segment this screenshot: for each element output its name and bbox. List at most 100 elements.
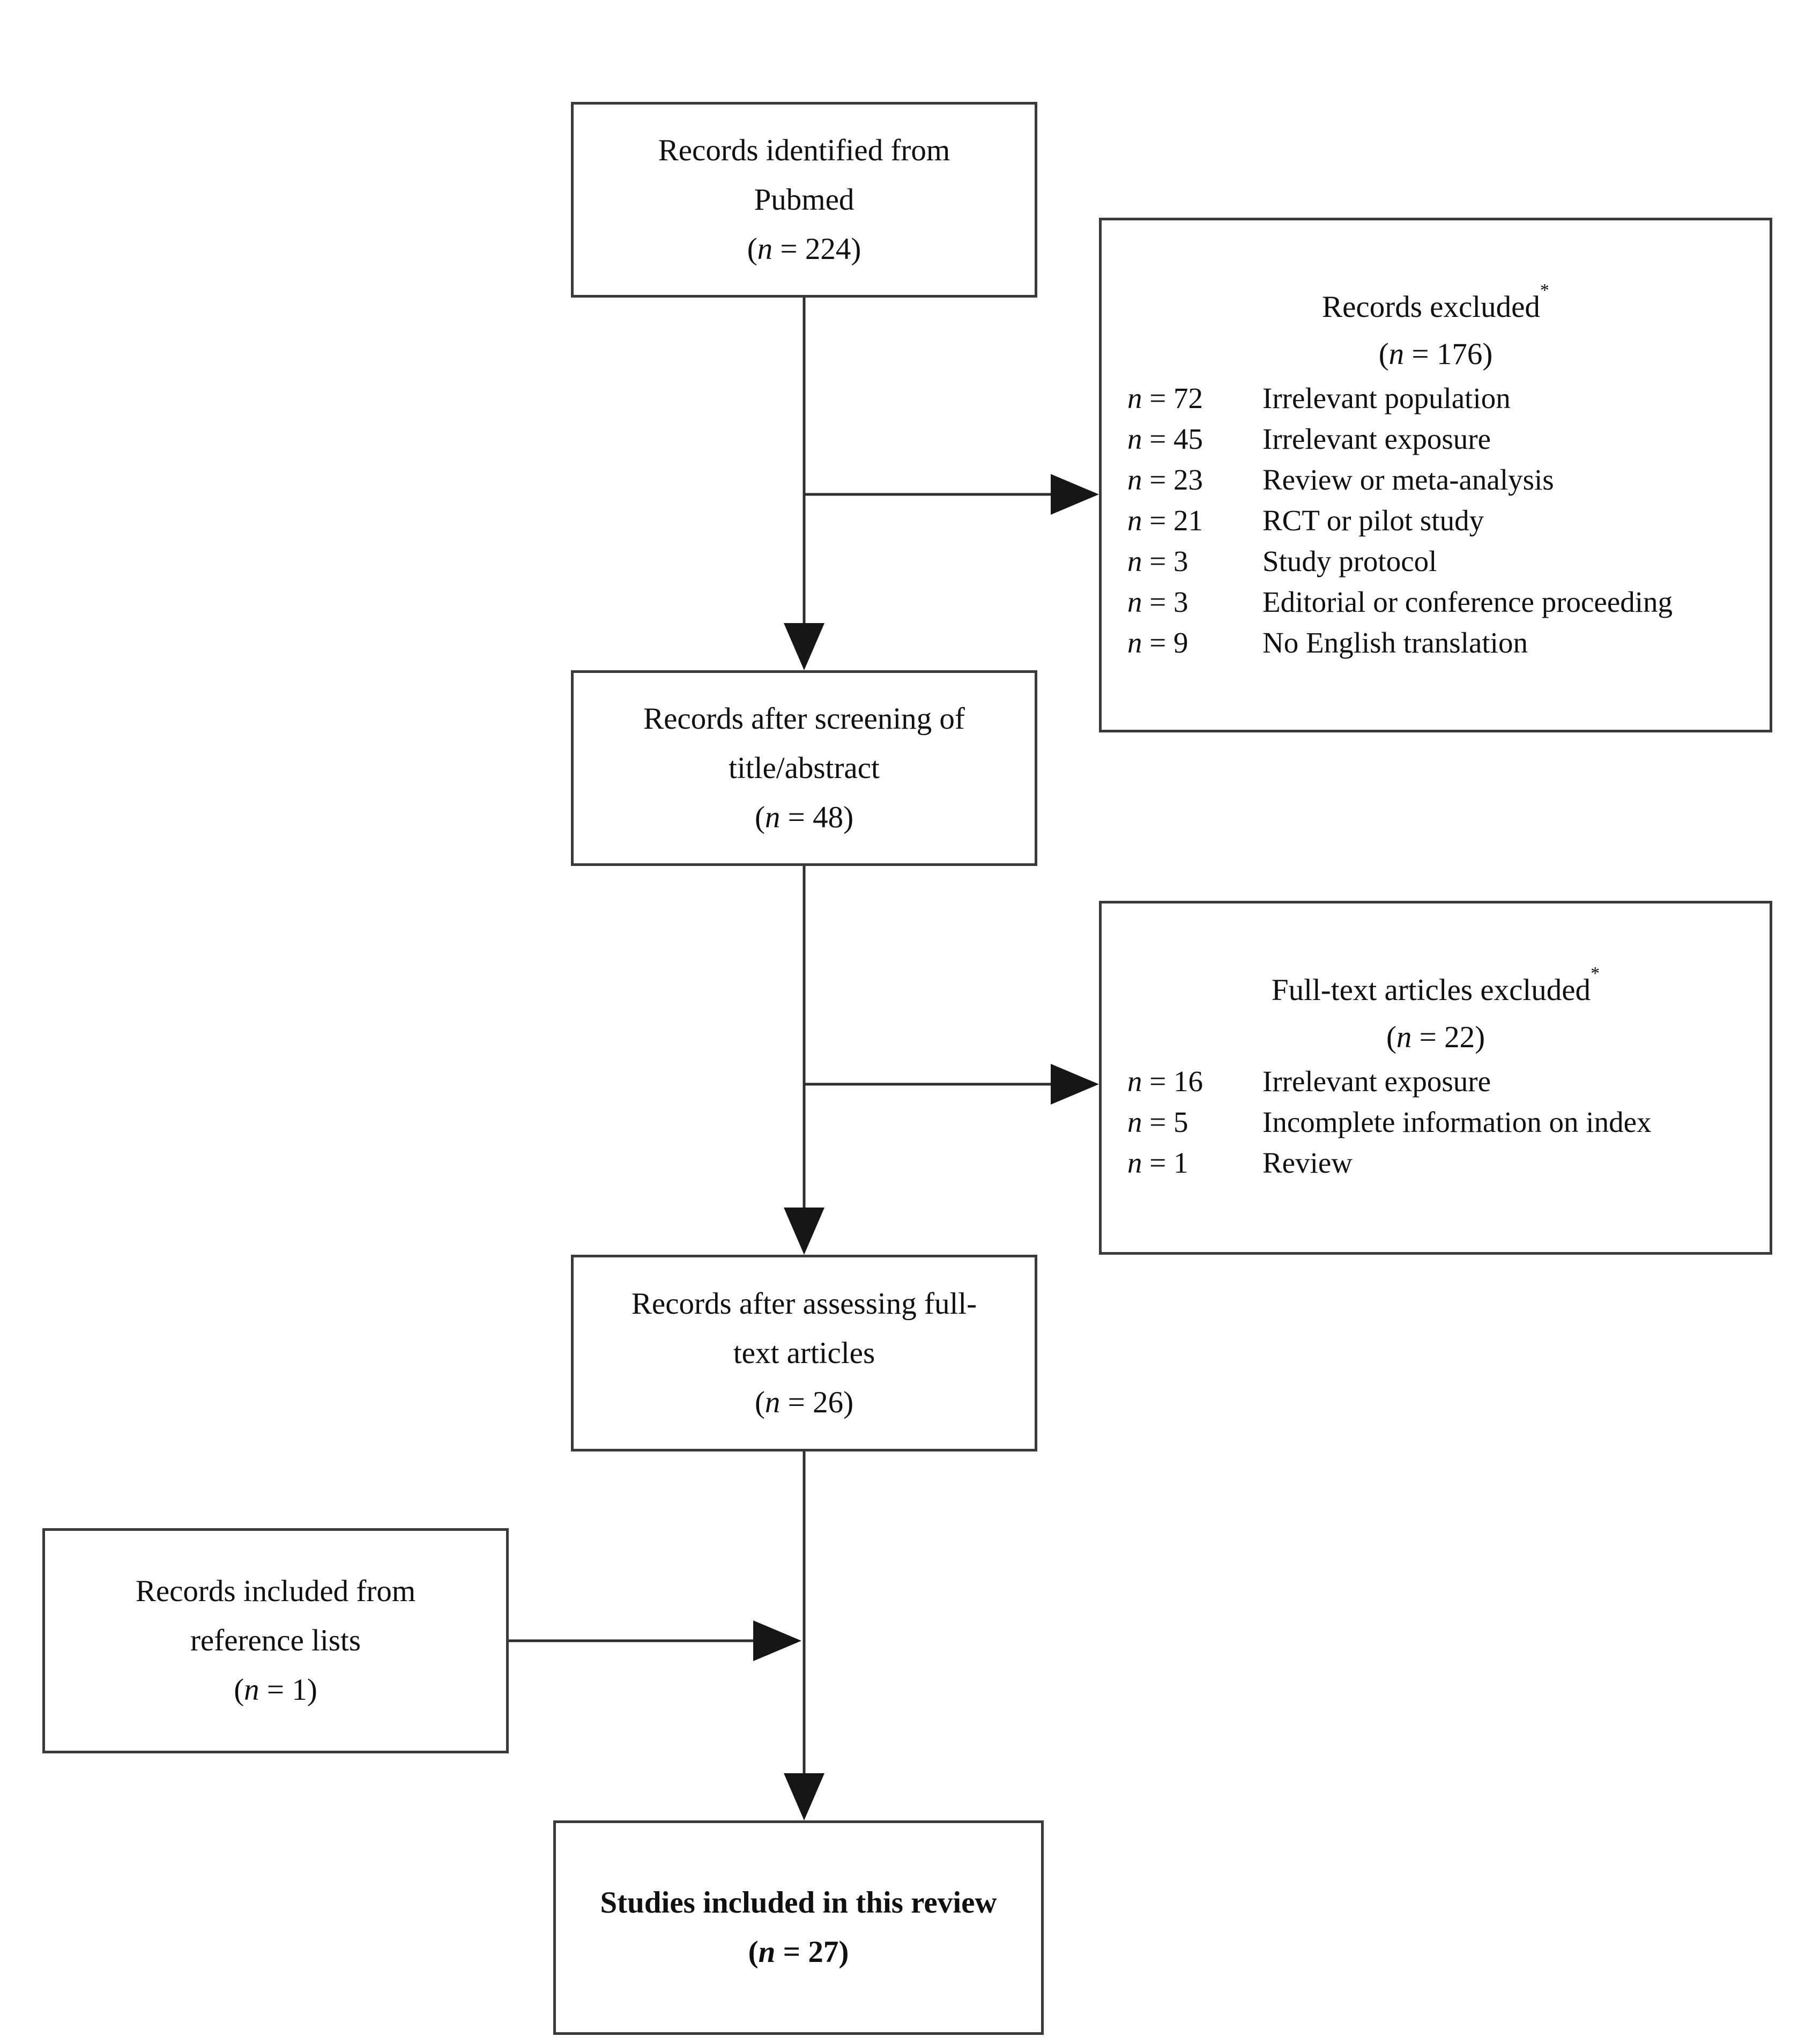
paren-close: ) xyxy=(838,1935,849,1969)
arrowhead-right-fulltext-excluded xyxy=(1051,1064,1099,1105)
box-fulltext-excluded: Full-text articles excluded* (n = 22) n … xyxy=(1099,901,1772,1255)
stat-count: n = 23 xyxy=(1127,460,1262,500)
stat-count: n = 1 xyxy=(1127,1143,1262,1183)
n-number: 176 xyxy=(1436,337,1483,371)
box-text-line: text articles xyxy=(733,1336,875,1370)
n-symbol: n xyxy=(1127,504,1142,537)
stat-reason: Editorial or conference proceeding xyxy=(1262,586,1673,618)
title-text: Records excluded xyxy=(1322,290,1540,324)
equals-sign: = xyxy=(1142,1146,1174,1179)
n-symbol: n xyxy=(1127,423,1142,455)
n-number: 1 xyxy=(1173,1146,1188,1179)
box-title: Full-text articles excluded* xyxy=(1102,964,1770,1014)
paren-open: ( xyxy=(754,800,765,834)
box-text-line: Studies included in this review xyxy=(600,1886,997,1920)
box-title: Records excluded* xyxy=(1102,282,1770,331)
stat-count: n = 3 xyxy=(1127,582,1262,623)
stat-reason: Irrelevant exposure xyxy=(1262,423,1491,455)
paren-open: ( xyxy=(754,1385,765,1419)
n-symbol: n xyxy=(1127,1065,1142,1098)
stat-count: n = 9 xyxy=(1127,623,1262,663)
stat-reason: Irrelevant population xyxy=(1262,382,1511,414)
paren-close: ) xyxy=(1482,337,1493,371)
arrowhead-right-records-excluded xyxy=(1051,474,1099,515)
box-records-identified: Records identified from Pubmed (n = 224) xyxy=(571,102,1037,298)
n-count: (n = 22) xyxy=(1102,1014,1770,1061)
exclusion-reason-row: n = 21 RCT or pilot study xyxy=(1102,500,1770,541)
n-number: 22 xyxy=(1444,1020,1475,1054)
n-symbol: n xyxy=(1127,463,1142,496)
stat-count: n = 3 xyxy=(1127,541,1262,582)
n-count: (n = 48) xyxy=(574,793,1035,842)
box-text-line: reference lists xyxy=(190,1624,361,1657)
n-symbol: n xyxy=(1127,382,1142,414)
stat-reason: Incomplete information on index xyxy=(1262,1106,1652,1138)
paren-open: ( xyxy=(1386,1020,1396,1054)
asterisk: * xyxy=(1591,964,1600,984)
n-number: 45 xyxy=(1173,423,1203,455)
paren-close: ) xyxy=(307,1673,317,1707)
paren-close: ) xyxy=(851,232,861,266)
n-symbol: n xyxy=(1127,545,1142,577)
n-symbol: n xyxy=(1127,626,1142,659)
title-text: Full-text articles excluded xyxy=(1271,973,1591,1007)
n-count: (n = 26) xyxy=(574,1378,1035,1427)
box-text-line: title/abstract xyxy=(729,751,880,785)
equals-sign: = xyxy=(1142,586,1174,618)
equals-sign: = xyxy=(1142,626,1174,659)
stat-count: n = 72 xyxy=(1127,378,1262,419)
n-number: 26 xyxy=(813,1385,844,1419)
paren-open: ( xyxy=(234,1673,244,1707)
n-symbol: n xyxy=(1396,1020,1412,1054)
n-number: 3 xyxy=(1173,586,1188,618)
equals-sign: = xyxy=(775,1935,808,1969)
n-number: 5 xyxy=(1173,1106,1188,1138)
n-number: 9 xyxy=(1173,626,1188,659)
n-count: (n = 224) xyxy=(574,225,1035,274)
arrowhead-down-screened xyxy=(784,623,824,670)
n-symbol: n xyxy=(1388,337,1405,371)
n-symbol: n xyxy=(758,1935,776,1969)
equals-sign: = xyxy=(1142,504,1174,537)
arrowhead-down-assessed xyxy=(784,1208,824,1255)
box-text-line: Pubmed xyxy=(754,182,855,217)
n-number: 224 xyxy=(805,232,851,266)
equals-sign: = xyxy=(1404,337,1437,371)
n-number: 21 xyxy=(1173,504,1203,537)
stat-count: n = 45 xyxy=(1127,419,1262,460)
equals-sign: = xyxy=(780,800,813,834)
box-reference-lists: Records included from reference lists (n… xyxy=(42,1528,509,1753)
equals-sign: = xyxy=(1142,545,1174,577)
box-text-line: Records identified from xyxy=(658,133,950,167)
arrowhead-right-reference xyxy=(753,1620,801,1661)
asterisk: * xyxy=(1540,280,1549,301)
equals-sign: = xyxy=(1142,463,1174,496)
paren-open: ( xyxy=(748,1935,759,1969)
n-symbol: n xyxy=(1127,586,1142,618)
stat-reason: RCT or pilot study xyxy=(1262,504,1484,537)
n-count: (n = 1) xyxy=(45,1665,506,1715)
stat-reason: Review or meta-analysis xyxy=(1262,463,1554,496)
stat-reason: Irrelevant exposure xyxy=(1262,1065,1491,1098)
equals-sign: = xyxy=(1142,1065,1174,1098)
n-count: (n = 27) xyxy=(556,1928,1041,1977)
n-number: 23 xyxy=(1173,463,1203,496)
n-symbol: n xyxy=(764,800,781,834)
stat-reason: Study protocol xyxy=(1262,545,1437,577)
equals-sign: = xyxy=(259,1673,292,1707)
equals-sign: = xyxy=(1142,1106,1174,1138)
stat-reason: Review xyxy=(1262,1146,1353,1179)
paren-close: ) xyxy=(843,1385,854,1419)
box-studies-included: Studies included in this review (n = 27) xyxy=(553,1820,1044,2035)
